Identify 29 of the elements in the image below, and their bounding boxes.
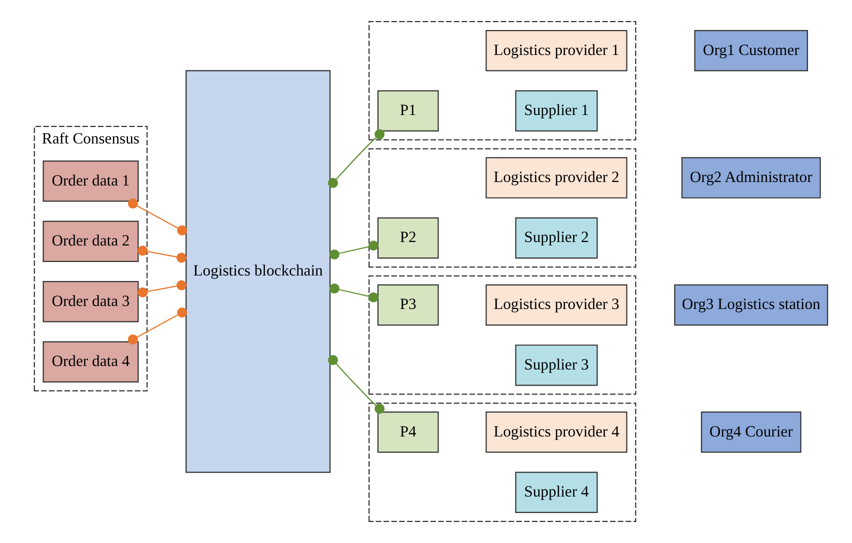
node-box: Logistics provider 1 xyxy=(485,30,627,72)
node-box: Logistics provider 3 xyxy=(485,284,627,326)
node-box: Logistics provider 4 xyxy=(485,412,627,453)
node-box: P4 xyxy=(376,412,438,453)
node-box: Order data 3 xyxy=(42,280,138,322)
node-box: Logistics blockchain xyxy=(185,70,330,473)
connector xyxy=(127,198,187,236)
node-box: Org3 Logistics station xyxy=(674,284,828,326)
node-box: Order data 2 xyxy=(42,220,138,262)
connector xyxy=(327,355,384,414)
node-box: P2 xyxy=(376,217,438,259)
node-box: Logistics provider 2 xyxy=(485,157,627,198)
connector xyxy=(127,308,187,344)
connector xyxy=(328,240,378,260)
connector xyxy=(328,284,378,302)
node-box: Org1 Customer xyxy=(694,30,808,72)
node-box: Supplier 1 xyxy=(514,90,598,132)
node-box: Supplier 2 xyxy=(514,217,598,259)
node-box: Org4 Courier xyxy=(700,412,801,453)
node-box: Org2 Administrator xyxy=(680,157,820,198)
node-box: Order data 4 xyxy=(42,341,138,382)
node-box: P1 xyxy=(376,90,438,132)
connector xyxy=(137,280,186,298)
node-box: Supplier 4 xyxy=(514,472,598,514)
node-box: Supplier 3 xyxy=(514,344,598,386)
connector xyxy=(137,246,186,263)
connector xyxy=(327,129,384,188)
node-box: Order data 1 xyxy=(42,160,138,202)
node-box: P3 xyxy=(376,284,438,326)
